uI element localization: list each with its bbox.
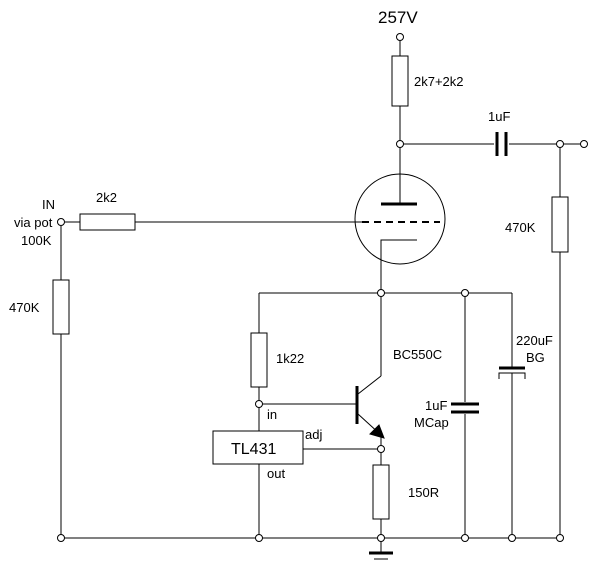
label-transistor: BC550C — [393, 347, 442, 362]
node-emitter — [377, 445, 385, 453]
label-c-output: 1uF — [488, 109, 510, 124]
node-ground-small-cap — [461, 534, 469, 542]
label-c-small: 1uF — [425, 398, 447, 413]
node-cathode — [377, 289, 385, 297]
node-output — [556, 140, 564, 148]
resistor-input-series — [79, 213, 136, 231]
tube-cathode — [380, 239, 417, 246]
label-pin-in: in — [267, 407, 277, 422]
resistor-emitter — [372, 464, 390, 520]
transistor-emitter-arrow — [369, 424, 385, 439]
terminal-output — [580, 140, 588, 148]
node-ground-regulator — [255, 534, 263, 542]
resistor-anode — [391, 55, 409, 107]
terminal-supply — [396, 33, 404, 41]
label-r-emitter: 150R — [408, 485, 439, 500]
label-r-anode: 2k7+2k2 — [414, 74, 464, 89]
label-c-large-type: BG — [526, 350, 545, 365]
resistor-output — [551, 196, 569, 253]
label-pin-out: out — [267, 466, 285, 481]
label-regulator: TL431 — [231, 441, 276, 458]
label-c-large: 220uF — [516, 333, 553, 348]
node-ground-large-cap — [508, 534, 516, 542]
label-r-input-series: 2k2 — [96, 190, 117, 205]
label-pin-adj: adj — [305, 427, 322, 442]
label-c-small-type: MCap — [414, 415, 449, 430]
node-ground-input — [57, 534, 65, 542]
node-ground-center — [377, 534, 385, 542]
label-input: IN — [42, 197, 55, 212]
supply-voltage-label: 257V — [378, 8, 418, 27]
label-r-output: 470K — [505, 220, 536, 235]
node-cathode-cap — [461, 289, 469, 297]
transistor-collector — [357, 375, 382, 395]
node-anode — [396, 140, 404, 148]
label-input-via: via pot — [14, 215, 53, 230]
terminal-input — [57, 218, 65, 226]
node-base — [255, 400, 263, 408]
resistor-bias — [250, 332, 268, 388]
node-ground-output — [556, 534, 564, 542]
label-r-input-shunt: 470K — [9, 300, 40, 315]
label-r-bias: 1k22 — [276, 351, 304, 366]
regulator-tl431 — [212, 430, 304, 465]
resistor-input-shunt — [52, 279, 70, 335]
label-input-pot: 100K — [21, 233, 52, 248]
